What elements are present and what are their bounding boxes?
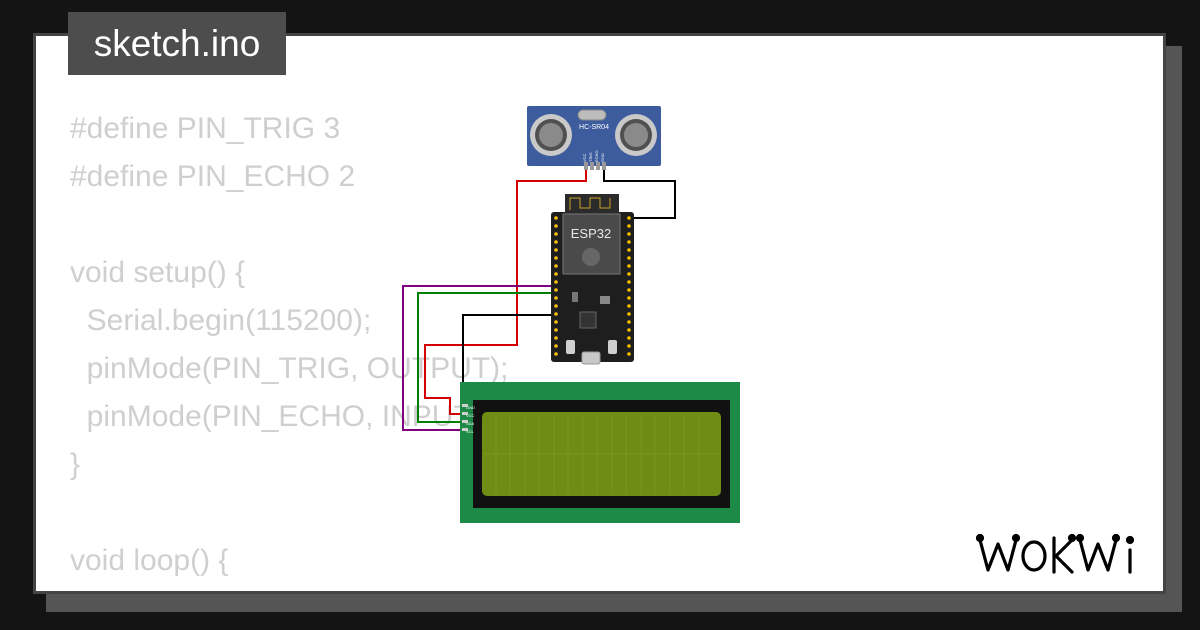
code-line: pinMode(PIN_TRIG, OUTPUT); (70, 352, 509, 385)
code-line: } (70, 448, 81, 481)
code-line (70, 489, 508, 537)
code-line: // Start a new measurement: (70, 585, 508, 591)
code-line: void setup() { (70, 256, 246, 289)
code-line: void loop() { (70, 544, 229, 577)
code-preview: #define PIN_TRIG 3 #define PIN_ECHO 2 void… (70, 105, 509, 591)
code-line: #define PIN_ECHO 2 (70, 160, 356, 193)
code-line: Serial.begin(115200); (70, 304, 372, 337)
preview-card: #define PIN_TRIG 3 #define PIN_ECHO 2 void… (33, 33, 1166, 594)
file-title-tab[interactable]: sketch.ino (68, 12, 286, 75)
wokwi-logo[interactable] (976, 526, 1152, 578)
code-line (70, 201, 508, 249)
code-line: pinMode(PIN_ECHO, INPUT); (70, 400, 491, 433)
file-title: sketch.ino (93, 22, 261, 64)
code-line: #define PIN_TRIG 3 (70, 112, 341, 145)
